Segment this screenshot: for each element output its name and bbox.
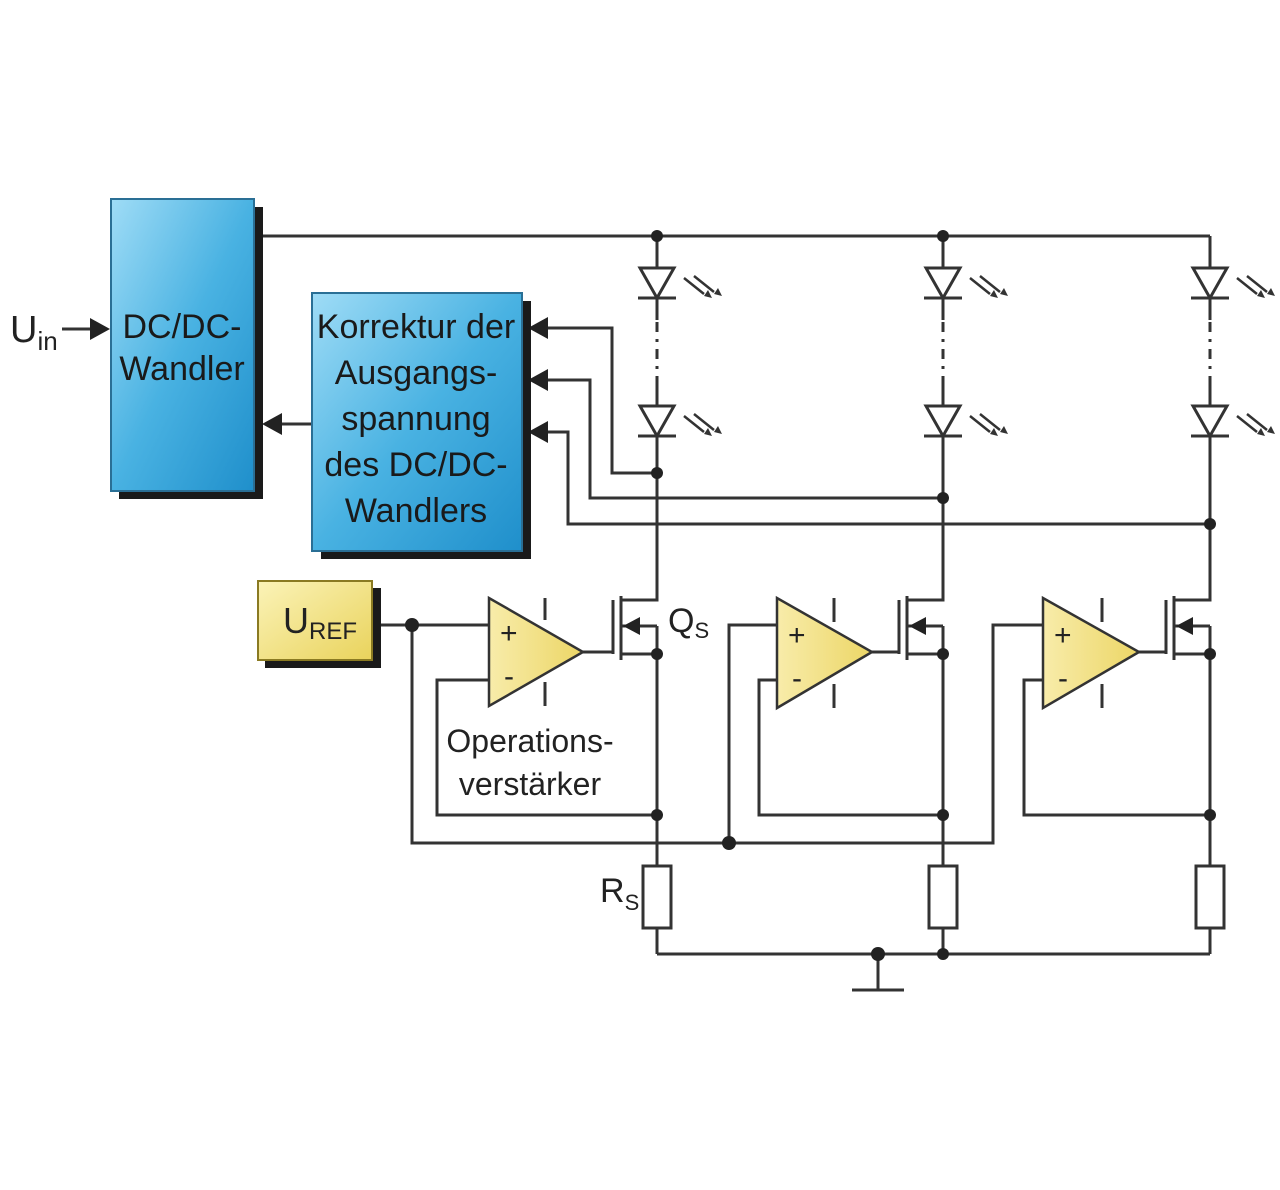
light-arrow-icon	[1236, 413, 1268, 433]
opamp-label-line-1: Operations-	[446, 723, 613, 759]
opamp-1-plus: +	[500, 617, 518, 650]
light-arrow-icon	[683, 413, 715, 433]
input-voltage-label: Uin	[10, 309, 58, 356]
opamp-2-plus: +	[788, 619, 806, 652]
opamp-1-minus: -	[504, 660, 514, 693]
tap-3	[548, 430, 1210, 526]
opamp-2	[775, 595, 875, 711]
correction-line-2: Ausgangs-	[335, 354, 498, 392]
led	[637, 266, 677, 302]
light-arrow-icon	[683, 275, 715, 295]
dcdc-block	[110, 198, 263, 499]
sense-feedback-2	[757, 678, 943, 817]
led	[1190, 404, 1230, 440]
opamp-2-minus: -	[792, 662, 802, 695]
arrowheads	[90, 317, 1193, 635]
dcdc-line-1: DC/DC-	[123, 308, 242, 346]
sense-feedback-3	[1022, 678, 1210, 817]
sense-feedback-1	[435, 678, 657, 817]
tap-1	[548, 326, 657, 475]
dcdc-line-2: Wandler	[119, 350, 244, 388]
correction-block	[311, 292, 531, 559]
opamp-label-line-2: verstärker	[459, 766, 602, 802]
junctions	[405, 230, 1216, 961]
led	[923, 404, 963, 440]
light-arrow-icon	[969, 413, 1001, 433]
uref-block	[257, 580, 381, 668]
light-arrow-icon	[1236, 275, 1268, 295]
correction-line-5: Wandlers	[345, 492, 487, 530]
left-arrow-icon	[528, 421, 548, 443]
opamps	[487, 595, 1142, 711]
opamp-3-plus: +	[1054, 619, 1072, 652]
correction-line-4: des DC/DC-	[324, 446, 507, 484]
leds	[637, 266, 1275, 440]
left-arrow-icon	[262, 413, 282, 435]
resistor-label: RS	[600, 872, 639, 915]
reference-bus	[410, 623, 1043, 845]
led	[923, 266, 963, 302]
correction-line-1: Korrektur der	[317, 308, 515, 346]
tap-2	[548, 378, 943, 500]
correction-line-3: spannung	[341, 400, 490, 438]
light-arrow-icon	[969, 275, 1001, 295]
opamp-3	[1041, 595, 1142, 711]
transistor-label: QS	[668, 602, 709, 643]
uref-label: UREF	[283, 600, 357, 645]
left-arrow-icon	[528, 369, 548, 391]
led	[637, 404, 677, 440]
resistor-rs-3	[1194, 864, 1226, 930]
input-arrow-icon	[90, 318, 110, 340]
resistor-rs-1	[641, 864, 673, 930]
resistor-rs-2	[927, 864, 959, 930]
opamp-3-minus: -	[1058, 662, 1068, 695]
wires	[62, 234, 1212, 992]
opamp-1	[487, 595, 586, 709]
left-arrow-icon	[528, 317, 548, 339]
led	[1190, 266, 1230, 302]
